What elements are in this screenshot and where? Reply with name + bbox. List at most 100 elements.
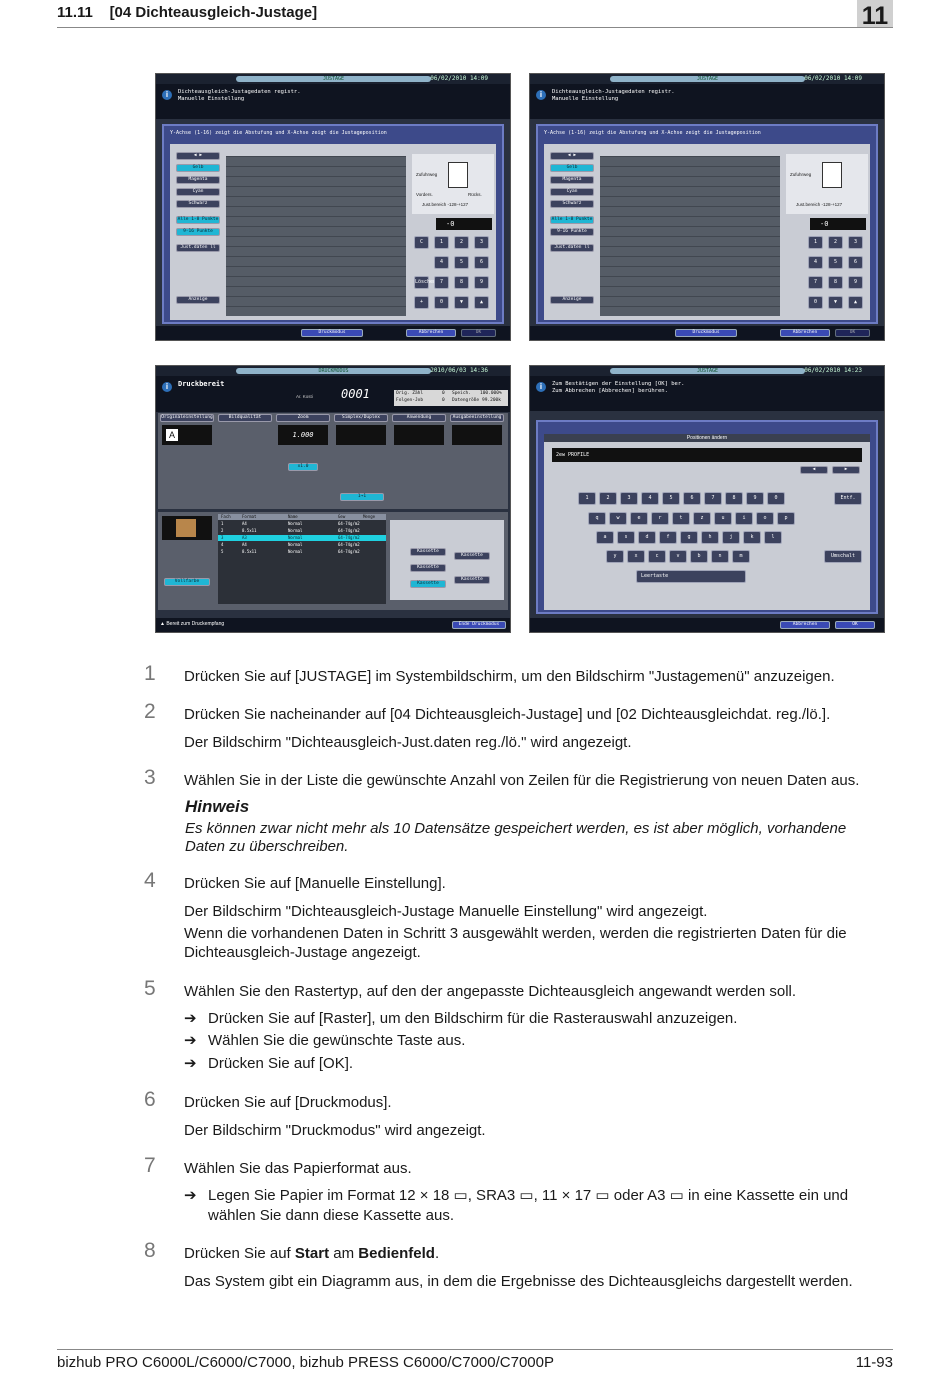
color-button-magenta[interactable]: Magenta [176,176,220,184]
key-4[interactable]: 4 [641,492,659,505]
key-6[interactable]: 6 [848,256,863,269]
color-button-magenta[interactable]: Magenta [550,176,594,184]
key-4[interactable]: 4 [808,256,823,269]
key-9[interactable]: 9 [848,276,863,289]
kassette-4-button[interactable]: Kassette [410,580,446,588]
color-button-gelb[interactable]: Gelb [550,164,594,172]
key-p[interactable]: p [777,512,795,525]
key-1[interactable]: 1 [434,236,449,249]
key-5[interactable]: 5 [662,492,680,505]
tab-anwendung[interactable]: Anwendung [392,414,446,422]
key-y[interactable]: y [606,550,624,563]
tab-ausgabeeinstellung[interactable]: Ausgabeeinstellung [450,414,504,422]
anzeige-button[interactable]: Anzeige [176,296,220,304]
nav-arrows[interactable]: ◀ ▶ [550,152,594,160]
key-5[interactable]: 5 [828,256,843,269]
key-l[interactable]: l [764,531,782,544]
key-c[interactable]: C [414,236,429,249]
key-g[interactable]: g [680,531,698,544]
tab-bildqualitaet[interactable]: Bildqualität [218,414,272,422]
just-data-button[interactable]: Just.daten ll [176,244,220,252]
key-1[interactable]: 1 [808,236,823,249]
ok-button[interactable]: OK [461,329,496,337]
name-input[interactable]: 2ew PROFILE [552,448,862,462]
key-2[interactable]: 2 [599,492,617,505]
ok-button[interactable]: OK [835,329,870,337]
key-q[interactable]: q [588,512,606,525]
key-5[interactable]: 5 [454,256,469,269]
anzeige-button[interactable]: Anzeige [550,296,594,304]
key-9[interactable]: 9 [746,492,764,505]
key-up[interactable]: ▲ [848,296,863,309]
adjustment-grid[interactable] [226,156,406,316]
key-8[interactable]: 8 [454,276,469,289]
key-3[interactable]: 3 [848,236,863,249]
key-8[interactable]: 8 [725,492,743,505]
key-plus[interactable]: + [414,296,429,309]
key-z[interactable]: z [693,512,711,525]
key-2[interactable]: 2 [454,236,469,249]
kassette-5-button[interactable]: Kassette [454,576,490,584]
key-6[interactable]: 6 [683,492,701,505]
key-3[interactable]: 3 [474,236,489,249]
druckmodus-button[interactable]: Druckmodus [301,329,363,337]
tab-originaleinstellung[interactable]: Originaleinstellung [160,414,214,422]
abbrechen-button[interactable]: Abbrechen [780,621,830,629]
key-k[interactable]: k [743,531,761,544]
ok-button[interactable]: OK [835,621,875,629]
kassette-3-button[interactable]: Kassette [410,564,446,572]
key-m[interactable]: m [732,550,750,563]
key-4[interactable]: 4 [434,256,449,269]
key-w[interactable]: w [609,512,627,525]
key-0[interactable]: 0 [434,296,449,309]
key-v[interactable]: v [669,550,687,563]
tab-simplex-duplex[interactable]: Simplex/Duplex [334,414,388,422]
abbrechen-button[interactable]: Abbrechen [406,329,456,337]
key-h[interactable]: h [701,531,719,544]
points-button-9-16[interactable]: 9-16 Punkte [176,228,220,236]
color-button-schwarz[interactable]: Schwarz [550,200,594,208]
key-t[interactable]: t [672,512,690,525]
kassette-2-button[interactable]: Kassette [454,552,490,560]
key-i[interactable]: i [735,512,753,525]
key-6[interactable]: 6 [474,256,489,269]
cursor-left-button[interactable]: ◀ [800,466,828,474]
key-s[interactable]: s [617,531,635,544]
entf-key[interactable]: Entf. [834,492,862,505]
key-r[interactable]: r [651,512,669,525]
key-9[interactable]: 9 [474,276,489,289]
key-up[interactable]: ▲ [474,296,489,309]
color-button-cyan[interactable]: Cyan [550,188,594,196]
color-button-cyan[interactable]: Cyan [176,188,220,196]
adjustment-grid[interactable] [600,156,780,316]
nav-arrows[interactable]: ◀ ▶ [176,152,220,160]
key-7[interactable]: 7 [434,276,449,289]
key-down[interactable]: ▼ [454,296,469,309]
kassette-1-button[interactable]: Kassette [410,548,446,556]
vollfarbe-button[interactable]: Vollfarbe [164,578,210,586]
druckmodus-button[interactable]: Druckmodus [675,329,737,337]
key-j[interactable]: j [722,531,740,544]
points-button-9-16[interactable]: 9-16 Punkte [550,228,594,236]
zoom-1-0[interactable]: x1.0 [288,463,318,471]
ende-druckmodus-button[interactable]: Ende Druckmodus [452,621,506,629]
points-button-1-8[interactable]: Alle 1-8 Punkte [550,216,594,224]
leertaste-key[interactable]: Leertaste [636,570,746,583]
color-button-schwarz[interactable]: Schwarz [176,200,220,208]
umschalt-key[interactable]: Umschalt [824,550,862,563]
key-c[interactable]: c [648,550,666,563]
key-u[interactable]: u [714,512,732,525]
color-button-gelb[interactable]: Gelb [176,164,220,172]
key-b[interactable]: b [690,550,708,563]
tab-zoom[interactable]: Zoom [276,414,330,422]
key-8[interactable]: 8 [828,276,843,289]
key-7[interactable]: 7 [808,276,823,289]
cursor-right-button[interactable]: ▶ [832,466,860,474]
abbrechen-button[interactable]: Abbrechen [780,329,830,337]
